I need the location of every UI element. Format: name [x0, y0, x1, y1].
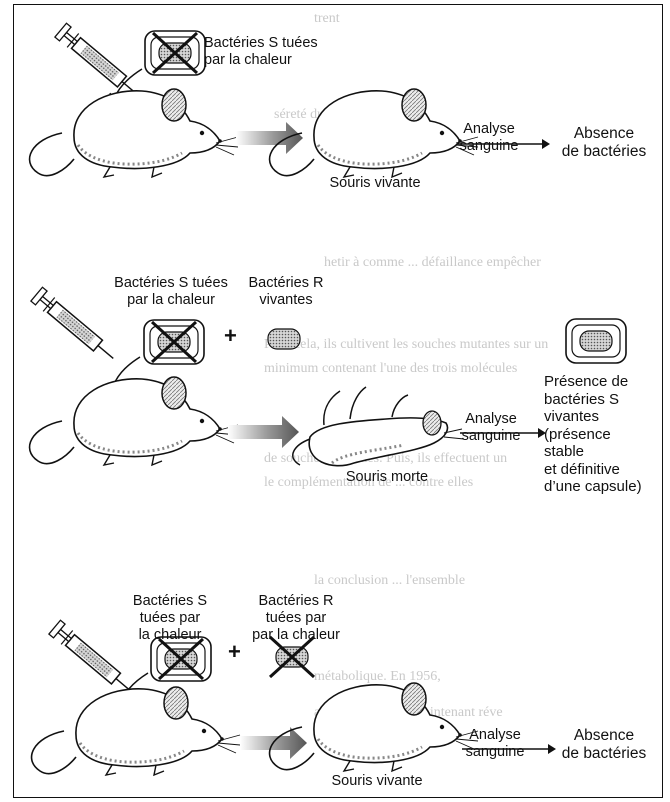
mouse-icon [28, 87, 240, 179]
analysis-label: Analyse sanguine [459, 121, 519, 154]
mouse-live-icon [268, 681, 480, 773]
rough-bacteria-icon [267, 328, 301, 350]
analysis-label: Analyse sanguine [461, 411, 521, 444]
mouse-icon [30, 685, 242, 777]
mouse-live-icon [268, 87, 480, 179]
background-print-through: trent [314, 11, 340, 26]
diagram-scene [28, 22, 627, 777]
panel-3 [30, 619, 556, 777]
panel-2 [28, 286, 627, 467]
injected-label-s-killed: Bactéries S tuées par la chaleur [132, 593, 208, 643]
diagram-frame: trent séreté du chromosome hetir à comme… [13, 4, 663, 798]
injected-label-s-killed: Bactéries S tuées par la chaleur [114, 275, 228, 308]
plus-sign: + [228, 639, 241, 664]
outcome-label: Absence de bactéries [561, 727, 647, 762]
analysis-label: Analyse sanguine [465, 727, 525, 760]
result-label: Souris morte [345, 469, 429, 485]
dead-mouse-icon [292, 386, 465, 467]
outcome-label: Absence de bactéries [561, 125, 647, 160]
panel-1 [28, 22, 550, 179]
outcome-label: Présence de bactéries S vivantes (présen… [544, 373, 642, 495]
result-label: Souris vivante [329, 175, 421, 191]
capsule-box-icon [565, 318, 627, 364]
injected-label: Bactéries S tuées par la chaleur [204, 35, 318, 68]
injected-label-r-killed: Bactéries R tuées par par la chaleur [252, 593, 340, 643]
plus-sign: + [224, 323, 237, 348]
gradient-arrow [228, 416, 299, 448]
mouse-icon [28, 375, 240, 467]
injected-label-r-alive: Bactéries R vivantes [248, 275, 324, 308]
syringe-icon [54, 22, 144, 103]
gradient-arrow [236, 122, 303, 154]
result-label: Souris vivante [331, 773, 423, 789]
